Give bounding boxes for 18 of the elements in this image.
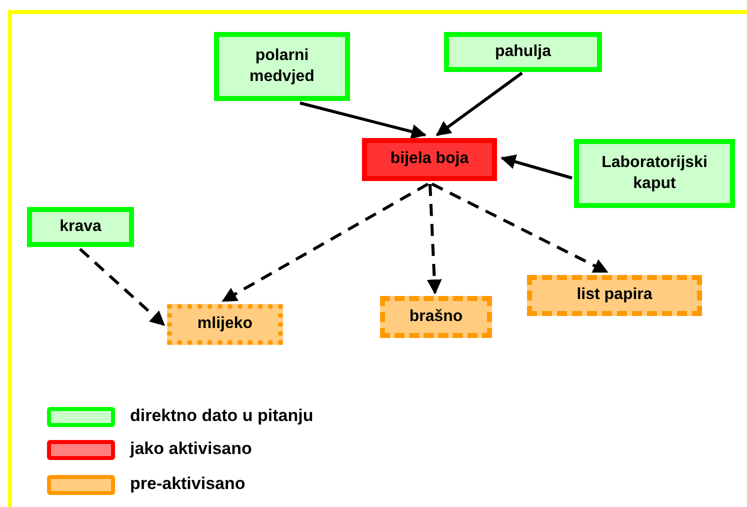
arrow <box>300 102 426 139</box>
concept-box: brašno <box>380 296 492 338</box>
arrow <box>436 72 523 136</box>
concept-box: pahulja <box>444 32 602 72</box>
legend-label: jako aktivisano <box>130 439 252 459</box>
legend-label: direktno dato u pitanju <box>130 406 314 426</box>
concept-box: krava <box>27 207 134 247</box>
concept-box: polarni medvjed <box>214 32 350 101</box>
concept-box: list papira <box>527 275 702 316</box>
arrow <box>79 248 166 326</box>
arrow <box>426 184 442 294</box>
concept-box: bijela boja <box>362 138 497 181</box>
arrow <box>431 182 608 274</box>
legend-label: pre-aktivisano <box>130 474 246 494</box>
concept-box: Laboratorijski kaput <box>574 139 735 208</box>
concept-box: mlijeko <box>167 304 283 345</box>
arrow <box>500 154 572 180</box>
arrow <box>222 182 429 302</box>
